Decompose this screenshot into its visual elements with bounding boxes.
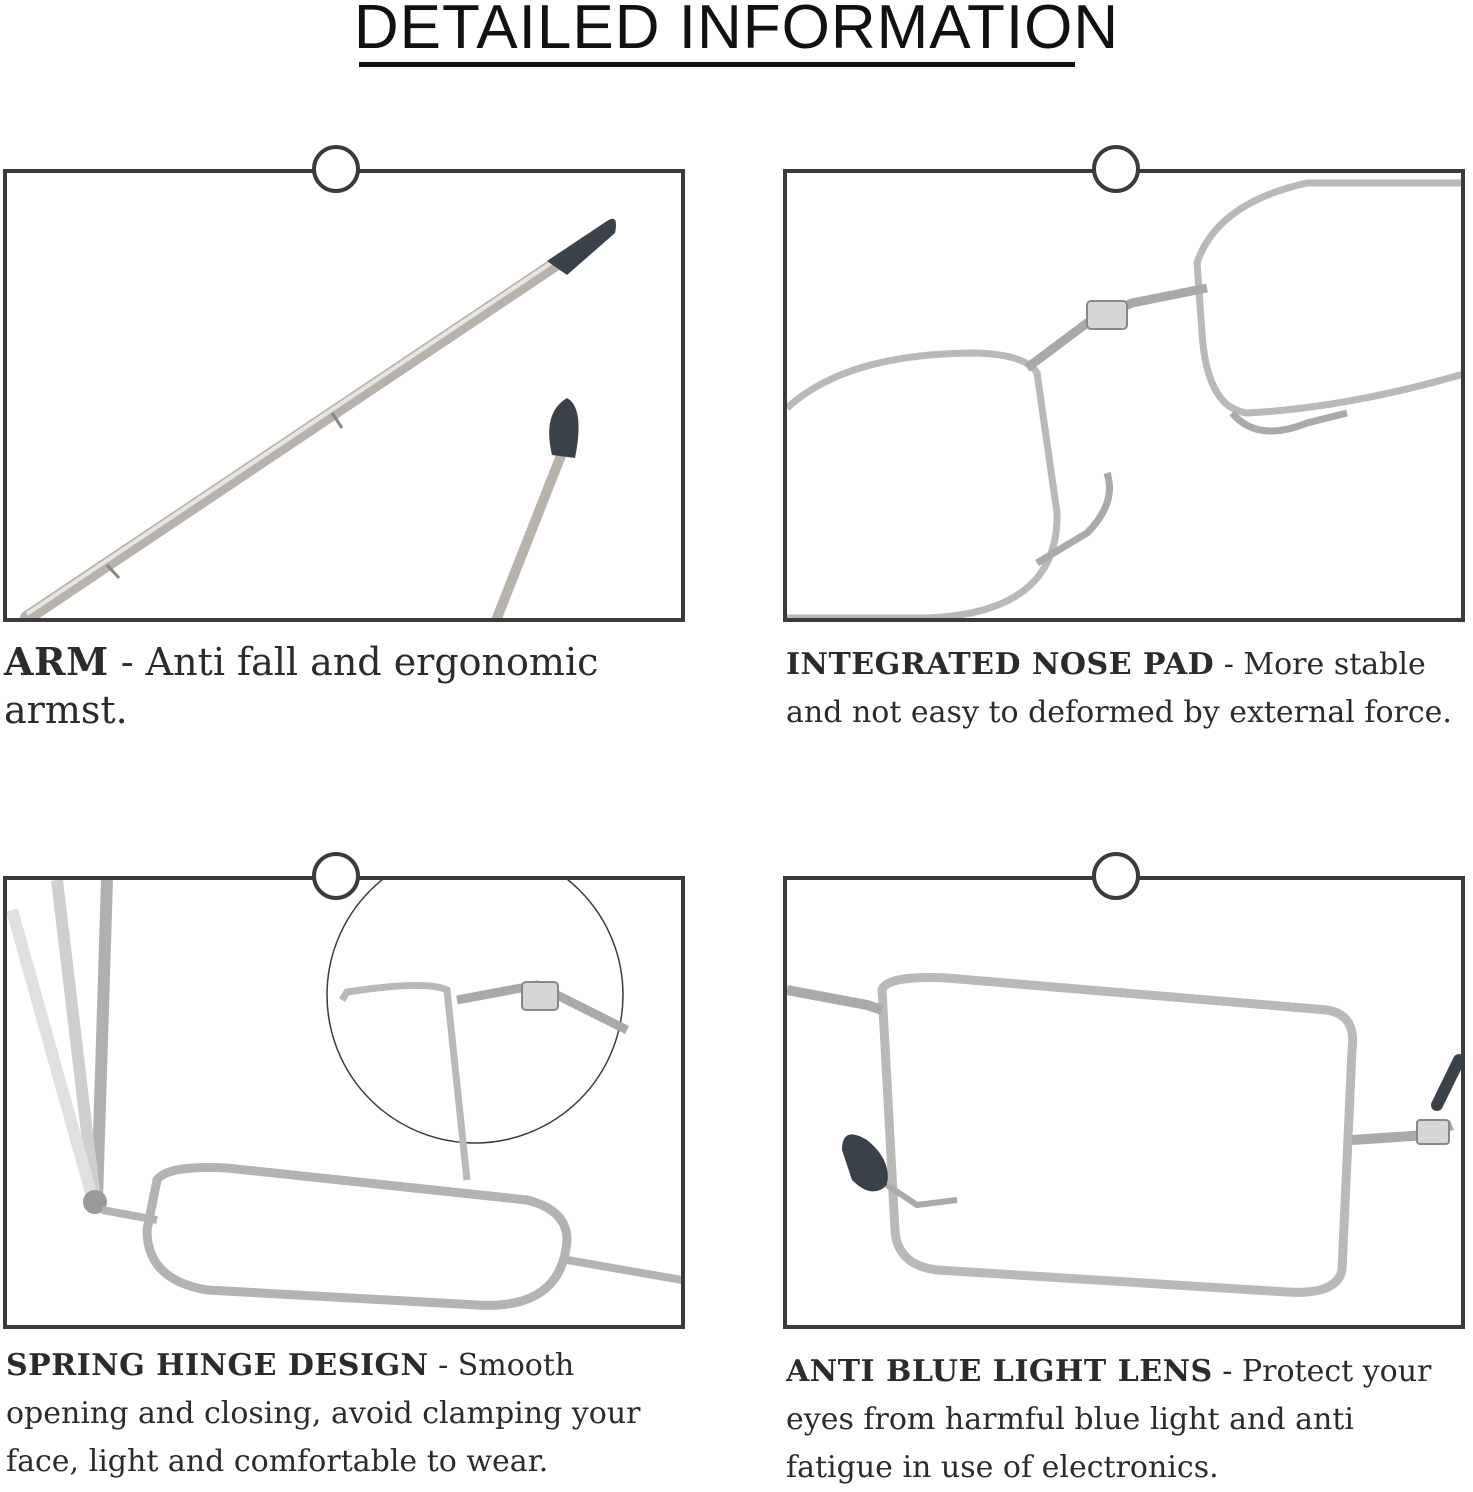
panel-marker-4 xyxy=(1092,852,1140,900)
feature-description: Protect your eyes from harmful blue ligh… xyxy=(786,1354,1432,1485)
nose-pad-photo-panel xyxy=(783,169,1465,622)
title-underline xyxy=(359,62,1075,67)
arm-illustration xyxy=(20,218,616,618)
feature-separator: - xyxy=(1212,1354,1242,1389)
anti-blue-light-photo-panel xyxy=(783,876,1465,1329)
feature-description: Smooth opening and closing, avoid clampi… xyxy=(6,1348,641,1479)
feature-description: More stable and not easy to deformed by … xyxy=(786,647,1452,730)
feature-heading: ANTI BLUE LIGHT LENS xyxy=(786,1354,1213,1389)
feature-description: Anti fall and ergonomic armst. xyxy=(4,640,599,732)
nose-pad-illustration xyxy=(787,179,1461,618)
spring-hinge-photo-panel xyxy=(3,876,685,1329)
feature-heading: SPRING HINGE DESIGN xyxy=(6,1348,429,1383)
page-title: DETAILED INFORMATION xyxy=(353,0,1120,62)
feature-separator: - xyxy=(108,640,146,684)
arm-photo-panel xyxy=(3,169,685,622)
feature-caption-spring-hinge: SPRING HINGE DESIGN - Smooth opening and… xyxy=(6,1342,690,1486)
spring-hinge-illustration xyxy=(7,880,681,1310)
feature-separator: - xyxy=(428,1348,458,1383)
feature-heading: INTEGRATED NOSE PAD xyxy=(786,647,1215,682)
panel-marker-2 xyxy=(1092,145,1140,193)
feature-caption-arm: ARM - Anti fall and ergonomic armst. xyxy=(4,638,704,734)
feature-separator: - xyxy=(1214,647,1244,682)
feature-caption-nose-pad: INTEGRATED NOSE PAD - More stable and no… xyxy=(786,641,1470,737)
feature-caption-anti-blue-light: ANTI BLUE LIGHT LENS - Protect your eyes… xyxy=(786,1348,1470,1492)
panel-marker-3 xyxy=(312,852,360,900)
feature-heading: ARM xyxy=(4,639,109,684)
panel-marker-1 xyxy=(312,145,360,193)
anti-blue-light-illustration xyxy=(787,973,1461,1297)
